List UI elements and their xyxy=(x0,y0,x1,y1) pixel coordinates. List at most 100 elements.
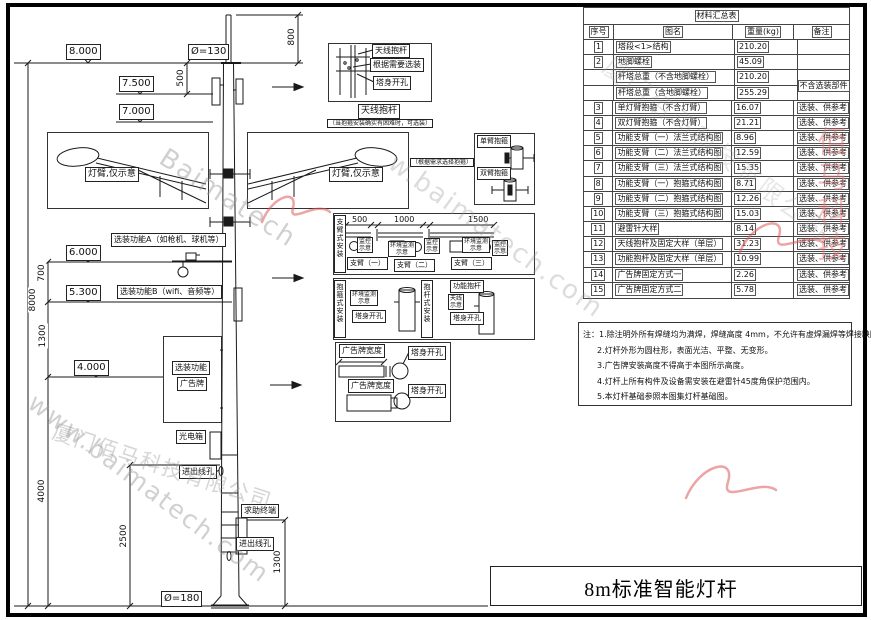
table-value-weight: 255.29 xyxy=(737,86,769,99)
table-value-no: 3 xyxy=(593,101,603,114)
antenna-small-line2: 示意 xyxy=(450,302,463,309)
double-arm-hoop-label: 双臂抱箍 xyxy=(477,167,511,180)
table-cell-weight: 2.26 xyxy=(732,267,794,283)
table-cell-no: 1 xyxy=(584,40,614,56)
dimension-lines xyxy=(14,11,488,610)
note-text: 3.广告牌安装高度不得高于本图所示高度。 xyxy=(597,361,749,370)
lamp-arm-note-left: 灯臂,仅示意 xyxy=(85,167,139,182)
table-value-no: 2 xyxy=(593,56,604,69)
table-value-name: 双灯臂抱箍（不含灯臂） xyxy=(615,116,708,129)
table-cell-name: 功能支臂（一）抱箍式结构图 xyxy=(613,176,733,192)
monitor-note-2: 监控 示意 xyxy=(424,238,441,254)
note-line: 2.灯杆外形为圆柱形，表面光洁、平整、无变形。 xyxy=(583,343,848,359)
table-value-name: 单灯臂抱箍（不含灯臂） xyxy=(615,101,708,114)
table-cell-name: 功能抱杆及固定大样（单层） xyxy=(613,252,733,268)
table-value-remark: 选装、供参考 xyxy=(797,238,849,251)
table-value-weight: 15.35 xyxy=(734,162,762,175)
elevation-label-7500: 7.500 xyxy=(119,76,154,92)
table-cell-name: 杆塔总重（不含地脚螺栓） xyxy=(614,70,735,86)
elevation-label-6000: 6.000 xyxy=(66,245,101,261)
arm-2-label: 支臂（二） xyxy=(394,259,435,272)
table-value-weight: 8.14 xyxy=(734,223,756,236)
table-cell-name: 功能支臂（三）抱箍式结构图 xyxy=(613,206,733,223)
header-name: 图名 xyxy=(663,26,683,38)
antenna-detail-box xyxy=(328,43,432,102)
table-cell-name: 避雷针大样 xyxy=(613,222,733,238)
dim-500: 500 xyxy=(176,68,186,88)
sheet-border xyxy=(6,3,867,617)
table-cell-name: 功能支臂（三）法兰式结构图 xyxy=(613,161,733,177)
table-cell-weight: 8.71 xyxy=(732,176,794,192)
table-value-remark: 选装、供参考 xyxy=(797,101,849,114)
table-value-no: 13 xyxy=(591,253,606,266)
wire-hole-label-2: 进出线孔 xyxy=(236,537,274,551)
table-cell-weight: 45.09 xyxy=(735,55,798,71)
table-value-weight: 2.26 xyxy=(734,268,756,281)
table-cell-remark: 选装、供参考 xyxy=(794,283,849,298)
monitor-note-line2: 示意 xyxy=(359,245,372,252)
table-cell-no: 13 xyxy=(584,252,614,268)
table-cell-name: 双灯臂抱箍（不含灯臂） xyxy=(613,115,733,132)
table-value-remark: 选装、供参考 xyxy=(797,268,849,281)
table-value-remark: 选装、供参考 xyxy=(797,177,849,190)
photo-box-label: 光电箱 xyxy=(176,430,206,444)
dim-8000: 8000 xyxy=(28,287,38,313)
table-cell-name: 单灯臂抱箍（不含灯臂） xyxy=(613,100,733,116)
antenna-small-line1: 天线 xyxy=(450,295,463,302)
table-cell-name: 广告牌固定方式一 xyxy=(613,267,733,283)
adboard-detail-lines xyxy=(335,351,413,412)
table-cell-name: 天线抱杆及固定大样（单层） xyxy=(613,237,733,253)
table-cell-no xyxy=(584,70,614,86)
table-cell-weight: 255.29 xyxy=(735,85,798,101)
table-value-name: 功能支臂（三）法兰式结构图 xyxy=(615,162,724,175)
diameter-base-label: Ø=180 xyxy=(161,591,203,607)
header-remark: 备注 xyxy=(811,26,832,38)
env-note-line1: 环境监测 xyxy=(390,242,415,249)
table-value-weight: 45.09 xyxy=(737,56,764,69)
elevation-label-8000: 8.000 xyxy=(66,44,101,60)
table-cell-remark: 选装、供参考 xyxy=(794,116,849,132)
ad-board xyxy=(163,336,222,423)
table-value-remark: 选装、供参考 xyxy=(797,192,849,205)
table-cell-remark: 选装、供参考 xyxy=(794,161,849,177)
table-cell-no: 6 xyxy=(584,146,614,162)
table-row: 杆塔总重（含地脚螺栓）255.29 xyxy=(584,85,849,101)
elevation-label-5300: 5.300 xyxy=(66,285,101,301)
table-cell-remark: 选装、供参考 xyxy=(794,268,849,283)
pole xyxy=(209,14,251,609)
table-cell-remark: 选装、供参考 xyxy=(794,131,849,147)
table-value-weight: 8.96 xyxy=(734,132,756,145)
antenna-optional-note: （当抱箍安装确实有困难时，可选装） xyxy=(327,119,434,128)
table-value-remark: 不含选装部件 xyxy=(797,79,850,92)
table-value-name: 功能支臂（三）抱箍式结构图 xyxy=(615,207,724,220)
table-value-weight: 5.78 xyxy=(734,284,756,297)
table-cell-name: 杆塔总重（含地脚螺栓） xyxy=(614,85,735,101)
table-value-no: 10 xyxy=(591,207,606,220)
diameter-top-label: Ø=130 xyxy=(188,44,230,60)
env-note-line2: 示意 xyxy=(396,249,409,256)
table-value-name: 功能抱杆及固定大样（单层） xyxy=(615,253,724,266)
arm-dim-500: 500 xyxy=(351,215,369,224)
header-cell-name: 图名 xyxy=(614,25,733,40)
monitor-note-line1: 监控 xyxy=(426,239,439,246)
table-value-name: 功能支臂（二）抱箍式结构图 xyxy=(615,192,724,205)
env-note-line1: 环境监测 xyxy=(464,238,489,245)
monitor-note-line1: 监控 xyxy=(494,241,507,248)
env-note-line2: 示意 xyxy=(358,298,371,305)
monitor-note-line2: 示意 xyxy=(494,248,507,255)
env-note-hoop: 环境监测 示意 xyxy=(350,290,379,306)
table-value-no: 8 xyxy=(593,177,603,190)
table-cell-remark xyxy=(798,40,849,56)
note-prefix: 注： xyxy=(583,330,599,339)
table-value-name: 广告牌固定方式二 xyxy=(615,284,684,297)
camera-devices xyxy=(172,252,243,322)
arm-3-label: 支臂（三） xyxy=(451,257,492,270)
table-cell-no: 15 xyxy=(584,282,614,298)
